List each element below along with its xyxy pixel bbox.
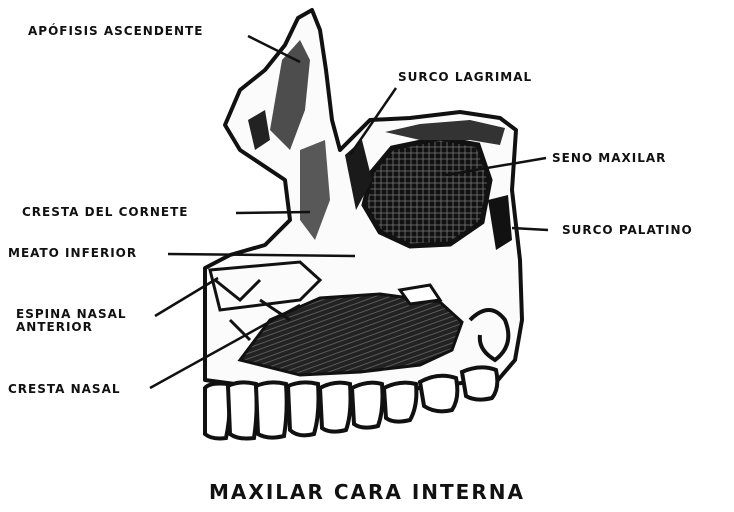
label-espina-nasal-line2: ANTERIOR xyxy=(16,321,93,334)
label-cresta-del-cornete: CRESTA DEL CORNETE xyxy=(22,206,188,219)
label-surco-palatino: SURCO PALATINO xyxy=(562,224,693,237)
label-surco-lagrimal: SURCO LAGRIMAL xyxy=(398,71,532,84)
label-cresta-nasal: CRESTA NASAL xyxy=(8,383,121,396)
label-meato-inferior: MEATO INFERIOR xyxy=(8,247,137,260)
figure-title: MAXILAR CARA INTERNA xyxy=(0,480,734,504)
label-seno-maxilar: SENO MAXILAR xyxy=(552,152,666,165)
label-apofisis-ascendente: APÓFISIS ASCENDENTE xyxy=(28,25,203,38)
